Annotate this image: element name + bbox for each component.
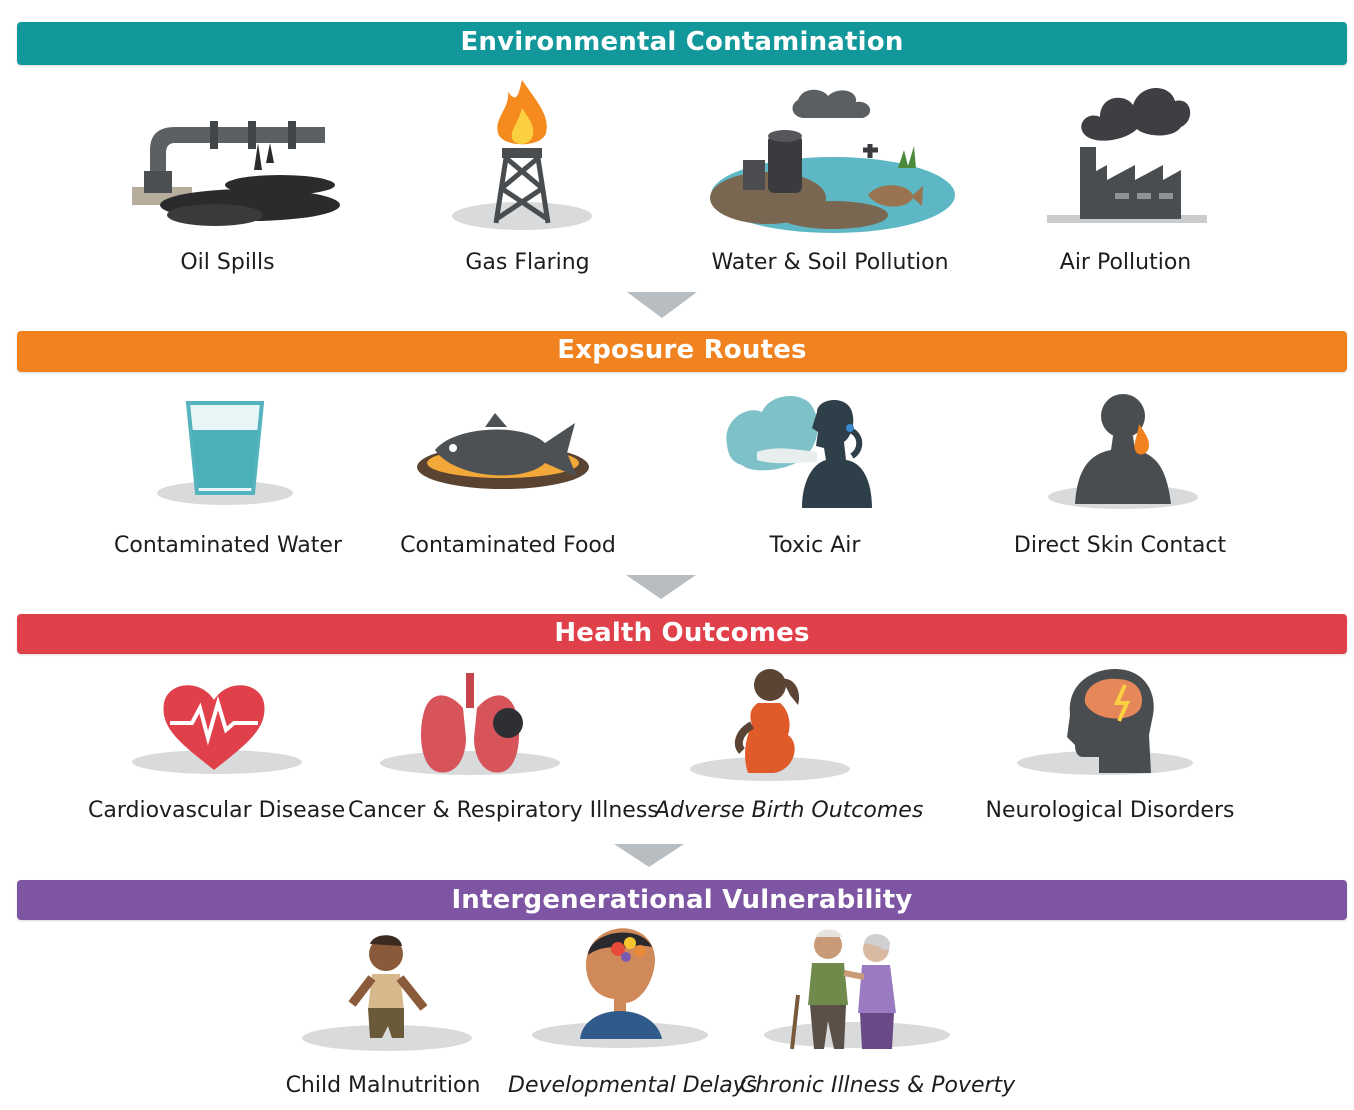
brain-head-icon	[1017, 669, 1193, 775]
item-label: Contaminated Food	[400, 533, 616, 558]
factory-smoke-icon	[1047, 87, 1207, 223]
item-label: Direct Skin Contact	[1013, 533, 1227, 558]
inhaling-person-icon	[726, 395, 872, 508]
gas-flare-tower-icon	[452, 80, 592, 230]
item-label: Cancer & Respiratory Illness	[348, 798, 659, 823]
item-label: Cardiovascular Disease	[88, 798, 346, 823]
item-label: Gas Flaring	[465, 250, 590, 275]
banner-health-outcomes: Health Outcomes	[17, 614, 1347, 654]
item-label: Adverse Birth Outcomes	[655, 798, 924, 823]
banner-title: Exposure Routes	[557, 335, 807, 365]
child-icon	[302, 935, 472, 1051]
item-label: Air Pollution	[1059, 250, 1192, 275]
item-label: Water & Soil Pollution	[711, 250, 949, 275]
polluted-water-icon	[710, 89, 955, 233]
fish-plate-icon	[417, 413, 589, 489]
heart-pulse-icon	[132, 685, 302, 774]
down-arrow-icon	[626, 575, 696, 599]
pregnant-woman-icon	[690, 669, 850, 781]
banner-exposure-routes: Exposure Routes	[17, 331, 1347, 372]
banner-title: Health Outcomes	[554, 618, 810, 648]
item-label: Toxic Air	[769, 533, 861, 558]
item-label: Contaminated Water	[114, 533, 342, 558]
item-label: Child Malnutrition	[285, 1073, 481, 1098]
banner-title: Environmental Contamination	[460, 27, 904, 57]
head-flowers-icon	[532, 928, 708, 1048]
down-arrow-icon	[614, 844, 684, 867]
item-label: Chronic Illness & Poverty	[740, 1073, 1016, 1098]
oil-spill-pipe-icon	[132, 121, 340, 226]
item-label: Oil Spills	[180, 250, 275, 275]
item-label: Neurological Disorders	[985, 798, 1235, 823]
banner-title: Intergenerational Vulnerability	[451, 885, 913, 915]
banner-environmental-contamination: Environmental Contamination	[17, 22, 1347, 65]
water-glass-icon	[157, 401, 293, 505]
down-arrow-icon	[627, 292, 697, 318]
elderly-couple-icon	[764, 929, 950, 1050]
banner-intergenerational-vulnerability: Intergenerational Vulnerability	[17, 880, 1347, 920]
lungs-icon	[380, 673, 560, 775]
item-label: Developmental Delays	[508, 1073, 758, 1098]
skin-contact-icon	[1048, 394, 1198, 509]
